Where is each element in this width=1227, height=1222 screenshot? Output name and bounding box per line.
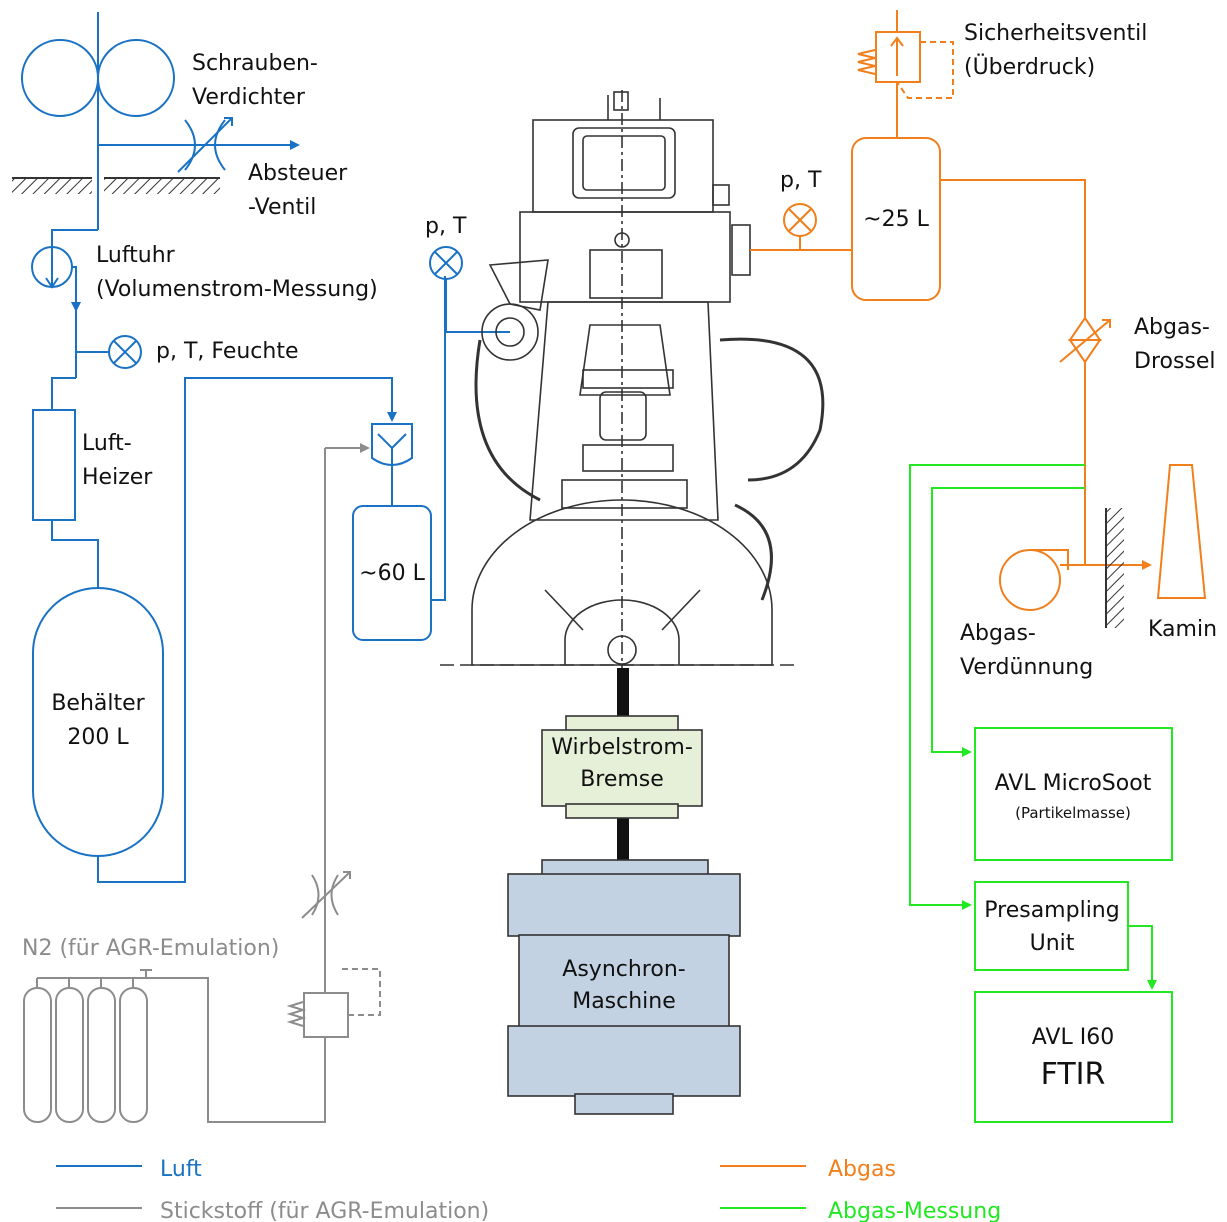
n2-throttle-icon: [301, 871, 351, 919]
presampling-box: [974, 881, 1129, 971]
ground-hatch-right: [104, 178, 220, 194]
throttle-label-2: Drossel: [1134, 349, 1216, 374]
intake-sensor-icon: [429, 246, 463, 280]
machine-label-2: Maschine: [572, 989, 676, 1014]
safety-valve-label-1: Sicherheitsventil: [964, 21, 1147, 46]
wall-hatch: [1106, 508, 1124, 628]
brake-label-1: Wirbelstrom-: [551, 735, 693, 760]
chimney-label: Kamin: [1148, 617, 1217, 642]
tank-60-label: ~60 L: [359, 561, 425, 586]
bypass-label-2: -Ventil: [248, 195, 316, 220]
exhaust-sensor-icon: [783, 203, 817, 237]
measurement-system: [909, 464, 1173, 1123]
labels: Schrauben- Verdichter Absteuer -Ventil L…: [22, 21, 1217, 1092]
shaft-upper: [617, 668, 629, 716]
air-heater: [32, 409, 76, 521]
screw-compressor: [21, 12, 175, 145]
tank-25-label: ~25 L: [863, 207, 929, 232]
compressor-label-2: Verdichter: [192, 85, 306, 110]
legend-label-nitrogen: Stickstoff (für AGR-Emulation): [160, 1199, 489, 1222]
air-meter-label-2: (Volumenstrom-Messung): [96, 277, 378, 302]
ftir-label-2: FTIR: [1041, 1057, 1106, 1092]
exhaust-sensor-label: p, T: [780, 168, 822, 193]
air-system: [21, 12, 510, 883]
safety-valve-label-2: (Überdruck): [964, 54, 1095, 80]
brake-label-2: Bremse: [580, 767, 664, 792]
chimney: [1156, 464, 1207, 599]
nitrogen-system: [23, 443, 381, 1123]
machine-label-1: Asynchron-: [562, 957, 685, 982]
n2-bottles: [23, 969, 326, 1123]
intake-sensor-label: p, T: [425, 214, 467, 239]
ftir-box: [974, 991, 1173, 1123]
exhaust-system: [750, 10, 1207, 611]
tank-200: [32, 587, 164, 857]
n2-label: N2 (für AGR-Emulation): [22, 936, 279, 961]
microsoot-box: [974, 727, 1173, 861]
dilution-label-1: Abgas-: [960, 621, 1036, 646]
mixer-icon: [371, 423, 413, 472]
intake-flange: [481, 259, 549, 361]
legend-label-exhaust: Abgas: [828, 1157, 896, 1182]
tank-200-label-1: Behälter: [51, 691, 145, 716]
n2-regulator-icon: [286, 968, 381, 1038]
heater-label-1: Luft-: [82, 431, 132, 456]
crankcase: [529, 301, 719, 521]
compressor-label-1: Schrauben-: [192, 51, 318, 76]
air-meter-icon: [31, 246, 73, 289]
engine-drawing: [440, 90, 825, 700]
legend: Luft Stickstoff (für AGR-Emulation) Abga…: [56, 1157, 1001, 1222]
presampling-label-1: Presampling: [984, 898, 1119, 923]
microsoot-sublabel: (Partikelmasse): [1015, 804, 1131, 822]
exhaust-throttle-icon: [1059, 316, 1111, 364]
air-meter-label-1: Luftuhr: [96, 243, 176, 268]
bypass-valve-icon: [177, 117, 233, 173]
air-sensor-icon: [108, 335, 142, 369]
ftir-label-1: AVL I60: [1032, 1025, 1114, 1050]
legend-label-measurement: Abgas-Messung: [828, 1199, 1001, 1222]
dilution-label-2: Verdünnung: [960, 655, 1093, 680]
ground-hatch-left: [12, 178, 92, 194]
throttle-label-1: Abgas-: [1134, 315, 1210, 340]
eddy-current-brake: [541, 715, 703, 819]
dilution-fan-icon: [999, 549, 1069, 611]
air-sensor-label: p, T, Feuchte: [156, 339, 299, 364]
asynchronous-machine: [507, 859, 741, 1115]
tank-200-label-2: 200 L: [67, 725, 129, 750]
flywheel-housing: [471, 499, 773, 666]
presampling-label-2: Unit: [1030, 931, 1075, 956]
safety-valve-icon: [857, 10, 954, 99]
legend-label-air: Luft: [160, 1157, 202, 1182]
microsoot-label: AVL MicroSoot: [995, 771, 1152, 796]
tank-60: [352, 505, 432, 641]
heater-label-2: Heizer: [82, 465, 153, 490]
bypass-label-1: Absteuer: [248, 161, 348, 186]
